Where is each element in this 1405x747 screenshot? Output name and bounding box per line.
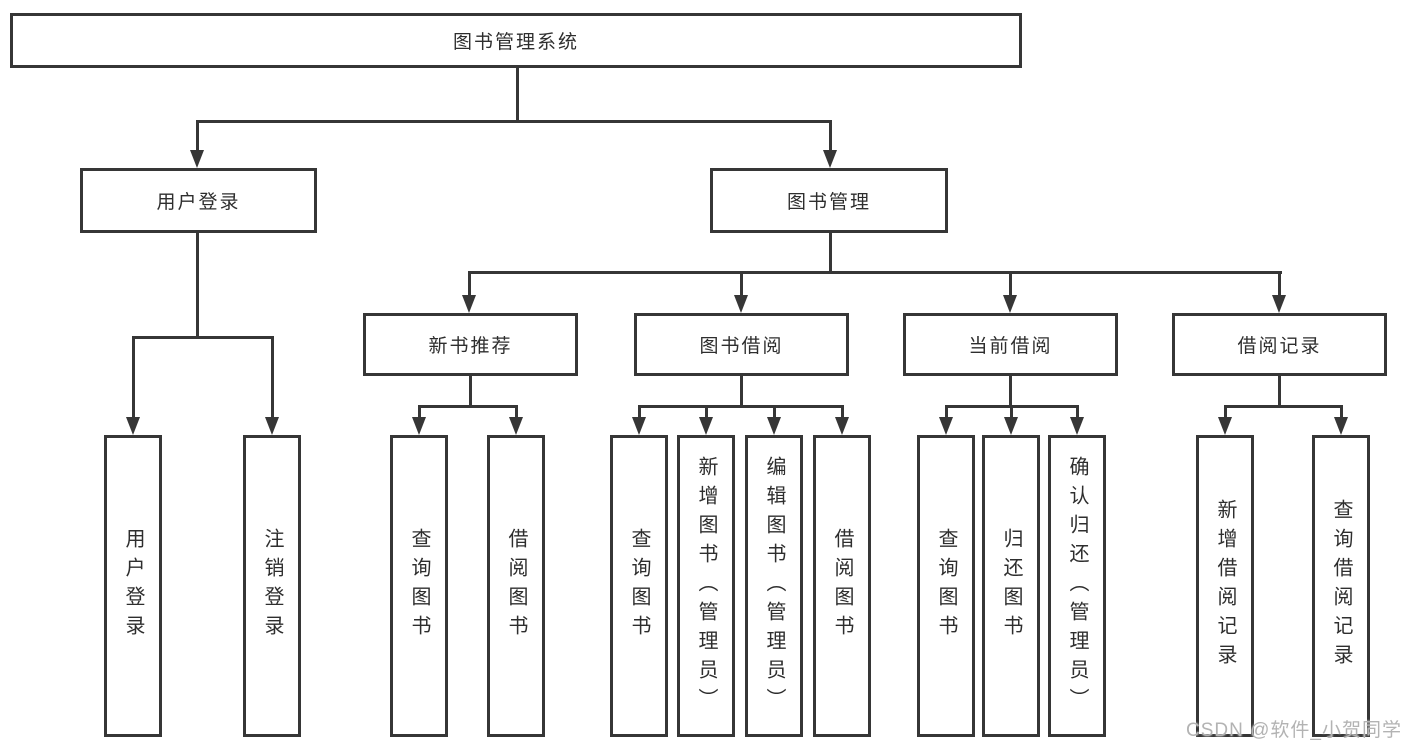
leaf-logout: 注销登录 xyxy=(243,435,301,737)
leaf-label: 编辑图书（管理员） xyxy=(763,455,785,717)
leaf-edit-book-admin: 编辑图书（管理员） xyxy=(745,435,803,737)
connector-user-login-rail xyxy=(132,336,274,339)
connector-leaf-drop xyxy=(1010,405,1013,419)
connector-book-management-drop xyxy=(829,120,832,152)
node-book-borrowing: 图书借阅 xyxy=(634,313,849,376)
connector-stem xyxy=(1009,376,1012,408)
connector-root-stem xyxy=(516,68,519,122)
arrow-down-icon xyxy=(823,150,837,168)
leaf-user-login: 用户登录 xyxy=(104,435,162,737)
connector-leaf-drop xyxy=(773,405,776,419)
node-current-borrowing: 当前借阅 xyxy=(903,313,1118,376)
leaf-query-books-recommend: 查询图书 xyxy=(390,435,448,737)
leaf-return-books: 归还图书 xyxy=(982,435,1040,737)
leaf-label: 查询图书 xyxy=(628,528,650,644)
arrow-down-icon xyxy=(699,417,713,435)
connector-user-login-drop xyxy=(196,120,199,152)
connector-rail xyxy=(418,405,518,408)
leaf-query-borrow-record: 查询借阅记录 xyxy=(1312,435,1370,737)
connector-leaf-drop xyxy=(271,336,274,419)
connector-stem xyxy=(740,376,743,408)
arrow-down-icon xyxy=(767,417,781,435)
connector-leaf-drop xyxy=(841,405,844,419)
arrow-down-icon xyxy=(1070,417,1084,435)
node-label: 图书管理系统 xyxy=(452,32,579,53)
leaf-label: 注销登录 xyxy=(261,528,283,644)
leaf-label: 归还图书 xyxy=(1000,528,1022,644)
leaf-confirm-return-admin: 确认归还（管理员） xyxy=(1048,435,1106,737)
leaf-add-book-admin: 新增图书（管理员） xyxy=(677,435,735,737)
connector-leaf-drop xyxy=(1076,405,1079,419)
node-borrowing-records: 借阅记录 xyxy=(1172,313,1387,376)
node-label: 借阅记录 xyxy=(1237,336,1322,357)
connector-user-login-stem xyxy=(196,233,199,339)
arrow-down-icon xyxy=(1004,417,1018,435)
leaf-label: 新增借阅记录 xyxy=(1214,499,1236,673)
leaf-borrow-books: 借阅图书 xyxy=(813,435,871,737)
connector-module-drop xyxy=(468,271,471,297)
arrow-down-icon xyxy=(1272,295,1286,313)
arrow-down-icon xyxy=(632,417,646,435)
connector-module-drop xyxy=(1009,271,1012,297)
arrow-down-icon xyxy=(509,417,523,435)
connector-level2-rail xyxy=(196,120,832,123)
leaf-label: 借阅图书 xyxy=(831,528,853,644)
connector-rail xyxy=(1224,405,1343,408)
connector-book-management-stem xyxy=(829,233,832,274)
node-label: 用户登录 xyxy=(156,192,241,213)
node-new-book-recommendation: 新书推荐 xyxy=(363,313,578,376)
node-library-system: 图书管理系统 xyxy=(10,13,1022,68)
arrow-down-icon xyxy=(462,295,476,313)
connector-leaf-drop xyxy=(1224,405,1227,419)
connector-leaf-drop xyxy=(418,405,421,419)
arrow-down-icon xyxy=(835,417,849,435)
leaf-query-books-borrow: 查询图书 xyxy=(610,435,668,737)
connector-leaf-drop xyxy=(132,336,135,419)
node-book-management: 图书管理 xyxy=(710,168,948,233)
connector-leaf-drop xyxy=(1340,405,1343,419)
connector-leaf-drop xyxy=(515,405,518,419)
connector-rail xyxy=(638,405,844,408)
connector-level3-rail xyxy=(468,271,1282,274)
connector-stem xyxy=(469,376,472,408)
leaf-label: 新增图书（管理员） xyxy=(695,455,717,717)
node-label: 图书借阅 xyxy=(699,336,784,357)
leaf-label: 查询借阅记录 xyxy=(1330,499,1352,673)
connector-leaf-drop xyxy=(705,405,708,419)
watermark: CSDN @软件_小贺同学 xyxy=(1186,720,1402,741)
connector-leaf-drop xyxy=(945,405,948,419)
arrow-down-icon xyxy=(939,417,953,435)
leaf-label: 查询图书 xyxy=(408,528,430,644)
arrow-down-icon xyxy=(265,417,279,435)
arrow-down-icon xyxy=(1218,417,1232,435)
leaf-query-books-current: 查询图书 xyxy=(917,435,975,737)
node-label: 新书推荐 xyxy=(428,336,513,357)
arrow-down-icon xyxy=(190,150,204,168)
arrow-down-icon xyxy=(734,295,748,313)
leaf-label: 查询图书 xyxy=(935,528,957,644)
leaf-borrow-books-recommend: 借阅图书 xyxy=(487,435,545,737)
leaf-add-borrow-record: 新增借阅记录 xyxy=(1196,435,1254,737)
arrow-down-icon xyxy=(1003,295,1017,313)
connector-leaf-drop xyxy=(638,405,641,419)
leaf-label: 用户登录 xyxy=(122,528,144,644)
arrow-down-icon xyxy=(1334,417,1348,435)
node-user-login: 用户登录 xyxy=(80,168,317,233)
connector-module-drop xyxy=(740,271,743,297)
connector-stem xyxy=(1278,376,1281,408)
leaf-label: 借阅图书 xyxy=(505,528,527,644)
arrow-down-icon xyxy=(412,417,426,435)
node-label: 当前借阅 xyxy=(968,336,1053,357)
leaf-label: 确认归还（管理员） xyxy=(1066,455,1088,717)
node-label: 图书管理 xyxy=(786,192,871,213)
arrow-down-icon xyxy=(126,417,140,435)
connector-module-drop xyxy=(1278,271,1281,297)
